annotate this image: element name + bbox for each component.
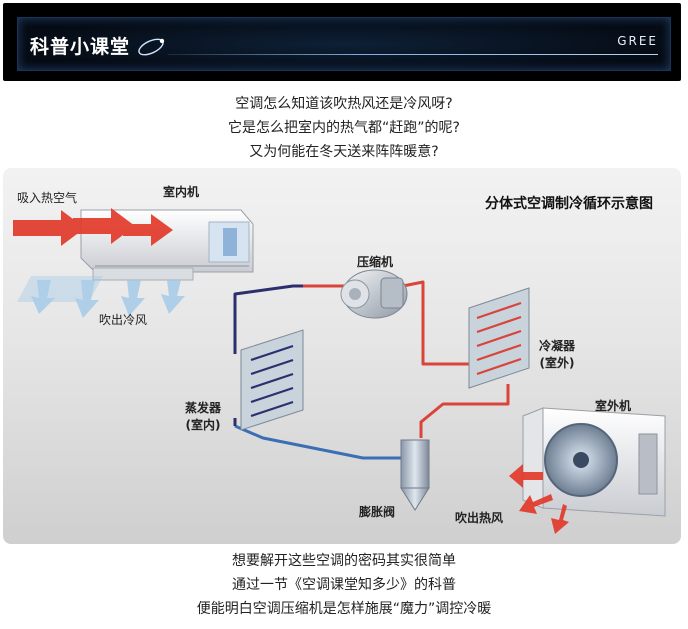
evaporator-coil bbox=[240, 329, 304, 431]
hot-air-label: 吹出热风 bbox=[455, 511, 504, 525]
hot-air-arrows bbox=[509, 464, 569, 534]
expansion-valve-label: 膨胀阀 bbox=[359, 505, 396, 519]
cold-air-arrows bbox=[17, 276, 185, 318]
evaporator-label: 蒸发器 (室内) bbox=[185, 400, 221, 434]
outdoor-unit-graphic bbox=[522, 407, 666, 517]
brand-label: GREE bbox=[617, 34, 658, 48]
condenser-location: (室外) bbox=[539, 356, 575, 370]
outro-text: 想要解开这些空调的密码其实很简单 通过一节《空调课堂知多少》的科普 便能明白空调… bbox=[0, 549, 688, 621]
outro-line: 想要解开这些空调的密码其实很简单 bbox=[232, 553, 456, 569]
banner-rule bbox=[168, 54, 658, 55]
cold-air-label: 吹出冷风 bbox=[99, 313, 148, 327]
outro-line: 通过一节《空调课堂知多少》的科普 bbox=[232, 577, 456, 593]
discharge-pipe bbox=[402, 280, 473, 366]
intro-text: 空调怎么知道该吹热风还是冷风呀? 它是怎么把室内的热气都“赶跑”的呢? 又为何能… bbox=[0, 92, 688, 164]
evaporator-location: (室内) bbox=[185, 418, 221, 432]
diagram-title: 分体式空调制冷循环示意图 bbox=[485, 196, 653, 212]
liquid-line bbox=[419, 384, 510, 438]
intro-line: 又为何能在冬天送来阵阵暖意? bbox=[249, 144, 439, 160]
suction-line bbox=[234, 424, 413, 460]
condenser-coil bbox=[468, 287, 530, 389]
intro-line: 空调怎么知道该吹热风还是冷风呀? bbox=[235, 96, 453, 112]
expansion-valve-graphic bbox=[400, 439, 430, 511]
banner-title: 科普小课堂 bbox=[30, 36, 131, 58]
intake-label: 吸入热空气 bbox=[17, 191, 78, 205]
evaporator-name: 蒸发器 bbox=[185, 401, 222, 415]
compressor-graphic bbox=[340, 269, 408, 319]
diagram-graphic bbox=[13, 208, 666, 534]
header-banner: 科普小课堂 GREE bbox=[3, 3, 681, 81]
banner-frame: 科普小课堂 GREE bbox=[17, 17, 671, 71]
condenser-label: 冷凝器 (室外) bbox=[539, 338, 575, 372]
intake-arrows bbox=[13, 208, 173, 246]
intro-line: 它是怎么把室内的热气都“赶跑”的呢? bbox=[228, 120, 460, 136]
outdoor-unit-label: 室外机 bbox=[595, 399, 632, 413]
indoor-unit-label: 室内机 bbox=[163, 185, 200, 199]
compressor-label: 压缩机 bbox=[357, 255, 394, 269]
refrigeration-cycle-diagram: 分体式空调制冷循环示意图 吸入热空气 室内机 吹出冷风 压缩机 冷凝器 (室外)… bbox=[3, 168, 681, 544]
orbit-icon bbox=[138, 38, 165, 56]
outro-line: 便能明白空调压缩机是怎样施展“魔力”调控冷暖 bbox=[196, 601, 492, 617]
condenser-name: 冷凝器 bbox=[539, 339, 576, 353]
